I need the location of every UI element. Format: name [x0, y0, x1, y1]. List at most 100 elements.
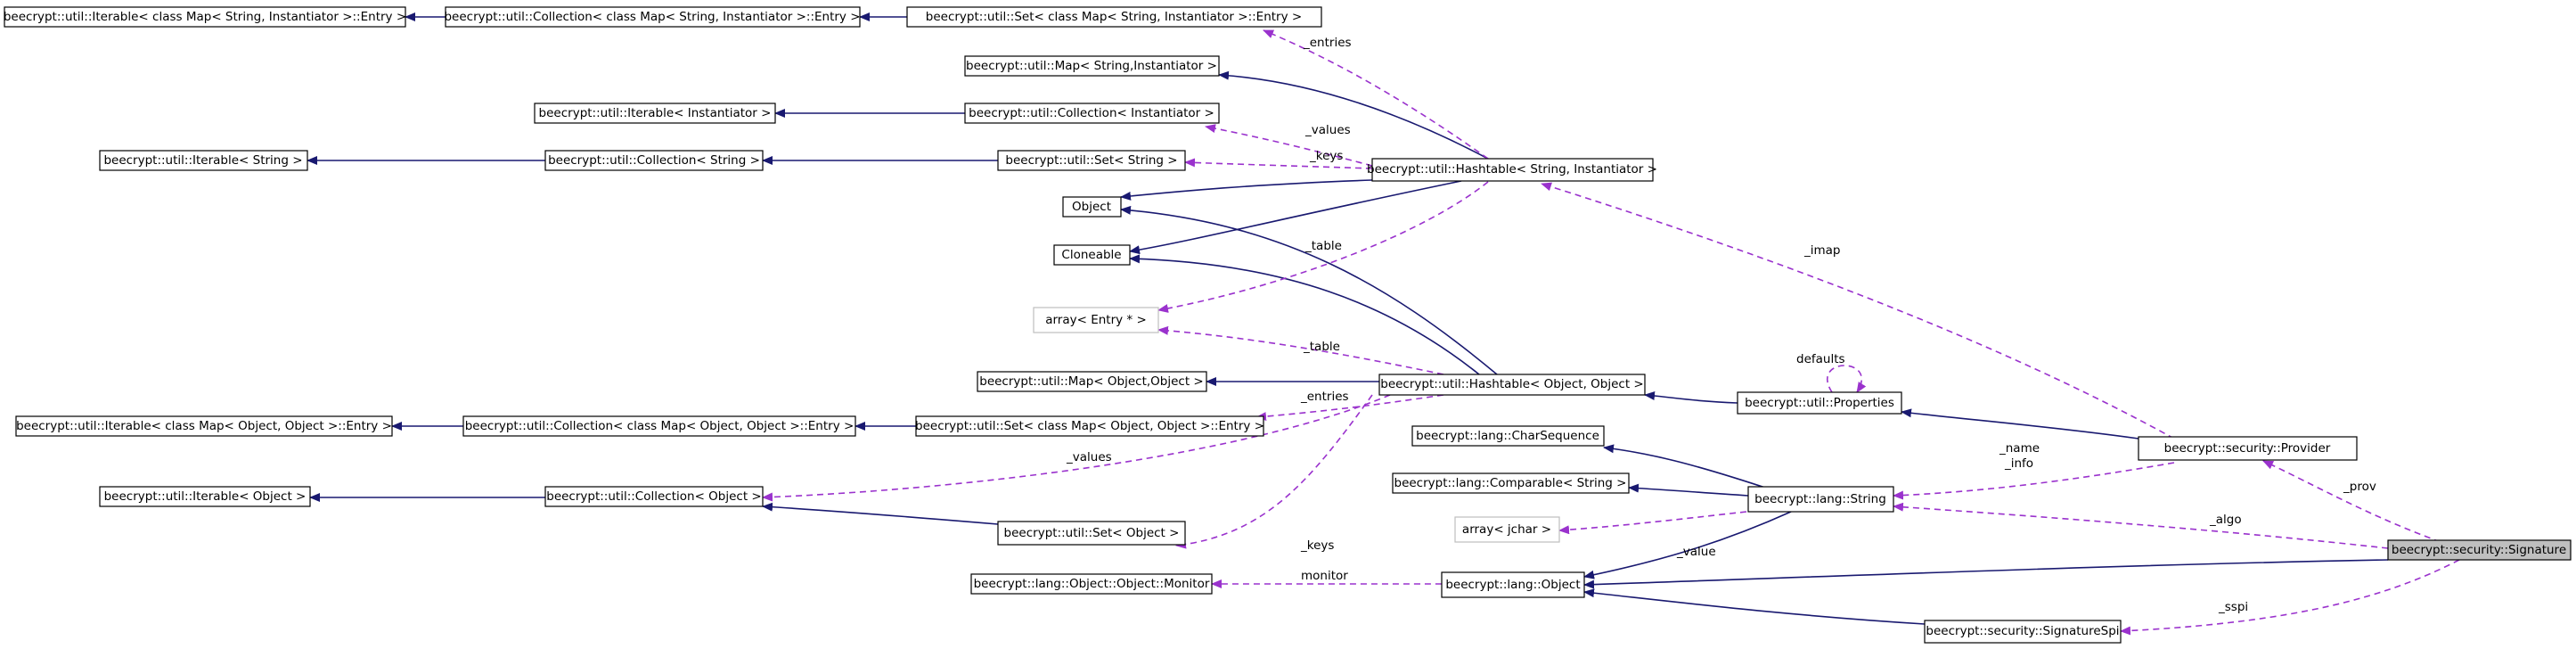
edge-provider-to-properties	[1901, 408, 2139, 440]
node-set-object[interactable]: beecrypt::util::Set< Object >	[997, 521, 1186, 546]
node-collection-entry-map-object[interactable]: beecrypt::util::Collection< class Map< O…	[462, 415, 856, 437]
edge-label-imap: _imap	[1803, 243, 1841, 258]
inheritance-edges	[307, 12, 2389, 625]
node-collection-object[interactable]: beecrypt::util::Collection< Object >	[544, 486, 764, 507]
svg-text:beecrypt::lang::Comparable< St: beecrypt::lang::Comparable< String >	[1394, 476, 1627, 490]
node-array-jchar[interactable]: array< jchar >	[1454, 516, 1560, 543]
edge-label-name: _name	[1999, 441, 2040, 456]
svg-text:beecrypt::util::Set< class Map: beecrypt::util::Set< class Map< Object, …	[915, 419, 1264, 433]
edge-defaults-self	[1826, 365, 1867, 393]
edge-label-value: _value	[1676, 545, 1716, 559]
node-set-entry-map-string[interactable]: beecrypt::util::Set< class Map< String, …	[906, 6, 1322, 28]
svg-text:beecrypt::util::Set< class Map: beecrypt::util::Set< class Map< String, …	[926, 10, 1302, 24]
node-array-entry[interactable]: array< Entry * >	[1033, 307, 1159, 333]
svg-text:beecrypt::util::Iterable< Stri: beecrypt::util::Iterable< String >	[103, 153, 302, 168]
node-iterable-entry-map-object[interactable]: beecrypt::util::Iterable< class Map< Obj…	[15, 415, 393, 437]
node-object-monitor[interactable]: beecrypt::lang::Object::Object::Monitor	[970, 573, 1213, 595]
class-nodes: beecrypt::util::Iterable< class Map< Str…	[4, 6, 2572, 644]
edge-label-entries-top: _entries	[1303, 36, 1352, 50]
edge-entries-top	[1263, 29, 1489, 160]
node-charsequence[interactable]: beecrypt::lang::CharSequence	[1411, 425, 1605, 447]
node-map-object-object[interactable]: beecrypt::util::Map< Object,Object >	[977, 371, 1207, 392]
edge-entries-bottom	[1255, 394, 1444, 422]
edge-label-defaults: defaults	[1796, 352, 1845, 366]
node-hashtable-string-instantiator[interactable]: beecrypt::util::Hashtable< String, Insta…	[1367, 158, 1657, 182]
node-set-entry-map-object[interactable]: beecrypt::util::Set< class Map< Object, …	[915, 415, 1264, 437]
svg-text:beecrypt::util::Set< String >: beecrypt::util::Set< String >	[1005, 153, 1177, 168]
edge-label-info: _info	[2004, 456, 2033, 471]
edge-prov	[2262, 460, 2451, 546]
node-lang-string[interactable]: beecrypt::lang::String	[1747, 486, 1894, 513]
edge-label-keys-bottom: _keys	[1300, 538, 1334, 553]
edge-sspi	[2120, 559, 2460, 636]
node-map-string-instantiator[interactable]: beecrypt::util::Map< String,Instantiator…	[964, 55, 1220, 77]
svg-text:beecrypt::security::Signature: beecrypt::security::Signature	[2392, 543, 2566, 557]
edge-table-top	[1157, 181, 1489, 313]
node-signaturespi[interactable]: beecrypt::security::SignatureSpi	[1924, 620, 2122, 644]
svg-text:beecrypt::util::Iterable< clas: beecrypt::util::Iterable< class Map< Obj…	[16, 419, 392, 433]
edge-label-values-top: _values	[1304, 123, 1351, 137]
node-properties[interactable]: beecrypt::util::Properties	[1737, 391, 1902, 415]
edge-keys-top	[1184, 158, 1373, 169]
edge-value	[1558, 511, 1747, 535]
edge-label-sspi: _sspi	[2218, 600, 2248, 614]
node-iterable-string[interactable]: beecrypt::util::Iterable< String >	[99, 150, 308, 171]
edge-label-entries-bottom: _entries	[1300, 390, 1349, 404]
svg-text:array< Entry * >: array< Entry * >	[1045, 313, 1147, 327]
edge-hash-obj-to-cloneable	[1129, 254, 1480, 375]
node-provider[interactable]: beecrypt::security::Provider	[2138, 436, 2358, 461]
edge-hash-str-inst-to-map	[1218, 70, 1489, 160]
node-collection-string[interactable]: beecrypt::util::Collection< String >	[544, 150, 764, 171]
node-iterable-object[interactable]: beecrypt::util::Iterable< Object >	[99, 486, 311, 507]
svg-text:beecrypt::lang::String: beecrypt::lang::String	[1754, 492, 1886, 506]
edge-set-obj-to-coll-obj	[762, 502, 999, 525]
edge-label-prov: _prov	[2343, 480, 2376, 494]
svg-text:Object: Object	[1072, 200, 1111, 214]
node-iterable-instantiator[interactable]: beecrypt::util::Iterable< Instantiator >	[534, 103, 776, 124]
edge-string-to-lang-object	[1583, 511, 1792, 579]
node-set-string[interactable]: beecrypt::util::Set< String >	[997, 150, 1186, 171]
svg-text:beecrypt::util::Collection< St: beecrypt::util::Collection< String >	[548, 153, 760, 168]
edge-properties-to-hash-obj	[1644, 390, 1738, 404]
node-iterable-entry-map-string[interactable]: beecrypt::util::Iterable< class Map< Str…	[4, 6, 406, 28]
edge-label-table-top: _table	[1304, 239, 1342, 253]
svg-text:Cloneable: Cloneable	[1061, 248, 1121, 262]
edge-label-monitor: monitor	[1301, 569, 1348, 583]
edge-algo	[1893, 502, 2389, 549]
svg-text:beecrypt::util::Collection< In: beecrypt::util::Collection< Instantiator…	[969, 106, 1214, 120]
node-collection-instantiator[interactable]: beecrypt::util::Collection< Instantiator…	[964, 103, 1220, 124]
svg-text:beecrypt::lang::CharSequence: beecrypt::lang::CharSequence	[1416, 429, 1599, 443]
node-hashtable-object-object[interactable]: beecrypt::util::Hashtable< Object, Objec…	[1378, 374, 1646, 396]
usage-edges	[762, 29, 2460, 636]
svg-text:beecrypt::util::Iterable< clas: beecrypt::util::Iterable< class Map< Str…	[4, 10, 406, 24]
svg-text:beecrypt::util::Iterable< Obje: beecrypt::util::Iterable< Object >	[104, 489, 307, 504]
svg-text:array< jchar >: array< jchar >	[1462, 522, 1551, 537]
edge-hash-str-inst-to-object	[1120, 179, 1373, 201]
edge-label-values-bottom: _values	[1066, 450, 1112, 464]
svg-text:beecrypt::lang::Object::Object: beecrypt::lang::Object::Object::Monitor	[974, 577, 1210, 591]
node-object[interactable]: Object	[1062, 196, 1122, 218]
svg-text:beecrypt::util::Map< String,In: beecrypt::util::Map< String,Instantiator…	[966, 59, 1217, 73]
svg-text:beecrypt::security::Provider: beecrypt::security::Provider	[2164, 441, 2331, 456]
svg-text:beecrypt::security::SignatureS: beecrypt::security::SignatureSpi	[1926, 624, 2119, 638]
svg-text:beecrypt::util::Map< Object,Ob: beecrypt::util::Map< Object,Object >	[979, 374, 1203, 389]
edge-values-bottom	[762, 394, 1391, 502]
edge-string-to-comparable	[1628, 483, 1749, 497]
edge-signature-to-lang-object	[1583, 559, 2389, 589]
edge-labels: _entries _values _keys _table _imap _tab…	[1066, 36, 2376, 614]
node-signature[interactable]: beecrypt::security::Signature	[2387, 539, 2572, 561]
svg-text:beecrypt::util::Collection< Ob: beecrypt::util::Collection< Object >	[546, 489, 762, 504]
node-collection-entry-map-string[interactable]: beecrypt::util::Collection< class Map< S…	[444, 6, 861, 28]
svg-text:beecrypt::util::Iterable< Inst: beecrypt::util::Iterable< Instantiator >	[539, 106, 772, 120]
edge-values-top	[1205, 124, 1373, 167]
node-lang-object[interactable]: beecrypt::lang::Object	[1441, 571, 1585, 598]
node-cloneable[interactable]: Cloneable	[1053, 244, 1131, 266]
edge-name-info	[1893, 462, 2175, 500]
svg-text:beecrypt::util::Hashtable< Obj: beecrypt::util::Hashtable< Object, Objec…	[1380, 377, 1643, 391]
edge-label-table-bottom: _table	[1303, 340, 1340, 354]
svg-text:beecrypt::util::Collection< cl: beecrypt::util::Collection< class Map< O…	[465, 419, 855, 433]
edge-hash-obj-to-object	[1120, 205, 1498, 375]
svg-text:beecrypt::util::Set< Object >: beecrypt::util::Set< Object >	[1004, 526, 1180, 540]
node-comparable-string[interactable]: beecrypt::lang::Comparable< String >	[1392, 472, 1630, 494]
